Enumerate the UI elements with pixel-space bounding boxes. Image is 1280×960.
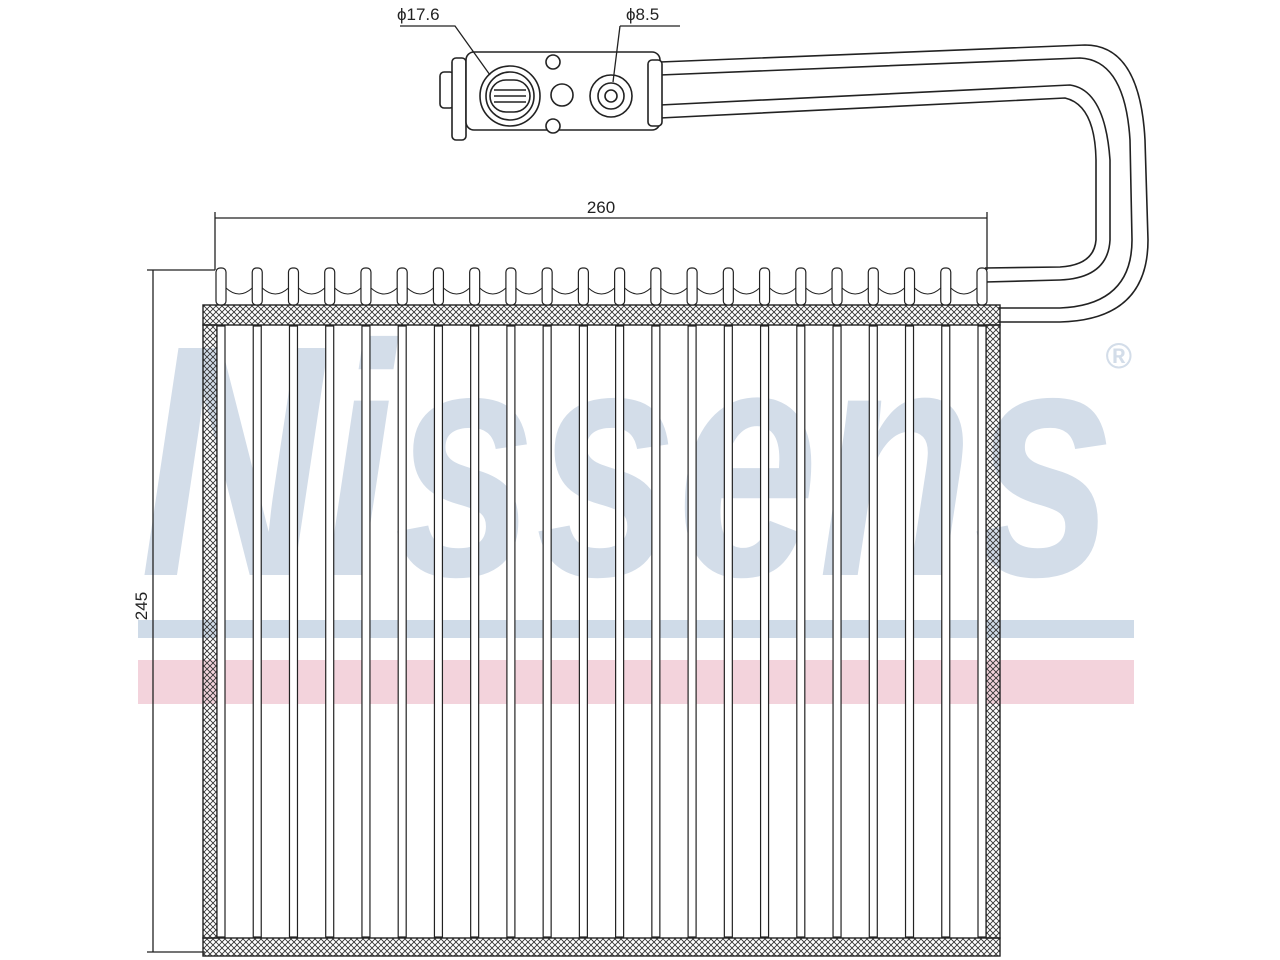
- header-fold: [370, 287, 398, 295]
- core-tube: [651, 325, 661, 938]
- header-fold: [732, 287, 760, 295]
- tube-end-cap: [396, 267, 408, 306]
- tube-end-cap: [940, 267, 952, 306]
- header-fold: [551, 287, 579, 295]
- tube-end-cap: [360, 267, 372, 306]
- tube-end-cap: [432, 267, 445, 306]
- watermark-stripe-pink: [138, 660, 1134, 704]
- tube-end-cap: [505, 267, 517, 306]
- core-tubes: [216, 325, 987, 938]
- evaporator-core: [202, 267, 1001, 957]
- header-fold: [443, 287, 471, 295]
- core-tube: [542, 325, 552, 938]
- core-tube: [904, 325, 915, 938]
- header-fold: [334, 287, 362, 295]
- left-side-plate: [202, 324, 218, 939]
- tube-end-cap: [541, 267, 553, 306]
- core-tube: [361, 325, 371, 938]
- tube-end-cap: [251, 267, 263, 306]
- header-fold: [588, 287, 615, 295]
- header-fold: [298, 287, 326, 295]
- core-tube: [615, 325, 625, 938]
- tube-end-cap: [324, 267, 336, 306]
- header-fold: [877, 287, 905, 295]
- core-tube: [687, 325, 697, 938]
- core-tube: [216, 325, 226, 938]
- tube-end-cap: [650, 267, 662, 306]
- refrigerant-pipes: [659, 44, 1149, 323]
- core-tube: [868, 325, 878, 938]
- header-fold: [696, 287, 724, 295]
- tube-end-cap: [758, 267, 771, 306]
- header-fold: [225, 287, 253, 295]
- core-tube: [941, 325, 951, 938]
- core-tube: [578, 325, 588, 938]
- tube-end-cap: [469, 267, 481, 306]
- width-dimension-line: [214, 212, 988, 270]
- core-tube: [325, 325, 335, 938]
- watermark-logo: Nissens: [140, 276, 1115, 645]
- watermark-stripe-blue: [138, 620, 1134, 638]
- registered-mark: ®: [1105, 335, 1132, 376]
- tube-end-cap: [867, 267, 879, 306]
- right-side-plate: [985, 324, 1001, 939]
- core-tube: [759, 325, 770, 938]
- bottom-header-tank: [202, 937, 1001, 957]
- height-dimension: 245: [132, 592, 151, 620]
- expansion-valve: [439, 51, 663, 141]
- tube-end-caps: [215, 267, 988, 306]
- port-small-dimension: ϕ8.5: [626, 5, 659, 24]
- header-fold: [406, 287, 434, 295]
- tube-end-cap: [287, 267, 300, 306]
- port-large-dimension: ϕ17.6: [397, 5, 440, 24]
- core-tube: [832, 325, 842, 938]
- header-fold: [914, 287, 942, 295]
- tube-end-cap: [722, 267, 734, 306]
- tube-end-cap: [686, 267, 698, 306]
- tube-end-cap: [795, 267, 807, 306]
- width-dimension: 260: [587, 198, 615, 217]
- core-tube: [252, 325, 262, 938]
- header-fold: [841, 287, 869, 295]
- tube-end-cap: [577, 267, 589, 306]
- header-fold: [261, 287, 289, 295]
- header-fold: [660, 287, 688, 295]
- watermark: Nissens ®: [138, 276, 1134, 704]
- header-fold: [479, 287, 507, 295]
- core-tube: [506, 325, 516, 938]
- header-fold: [805, 287, 833, 295]
- port-leaders: [400, 25, 680, 83]
- top-header-tank: [202, 304, 1001, 326]
- tube-end-cap: [215, 267, 227, 306]
- header-fold: [515, 287, 543, 295]
- header-fold: [769, 287, 797, 295]
- header-fold: [624, 287, 652, 295]
- core-tube: [470, 325, 480, 938]
- core-tube: [397, 325, 407, 938]
- core-tube: [796, 325, 806, 938]
- core-tube: [288, 325, 299, 938]
- core-tube: [433, 325, 444, 938]
- header-fold: [950, 287, 978, 295]
- tube-end-cap: [903, 267, 916, 306]
- tube-end-cap: [614, 267, 626, 306]
- tube-end-cap: [831, 267, 843, 306]
- tube-end-cap: [976, 267, 988, 306]
- height-dimension-line: [147, 269, 215, 953]
- core-tube: [977, 325, 987, 938]
- core-tube: [723, 325, 733, 938]
